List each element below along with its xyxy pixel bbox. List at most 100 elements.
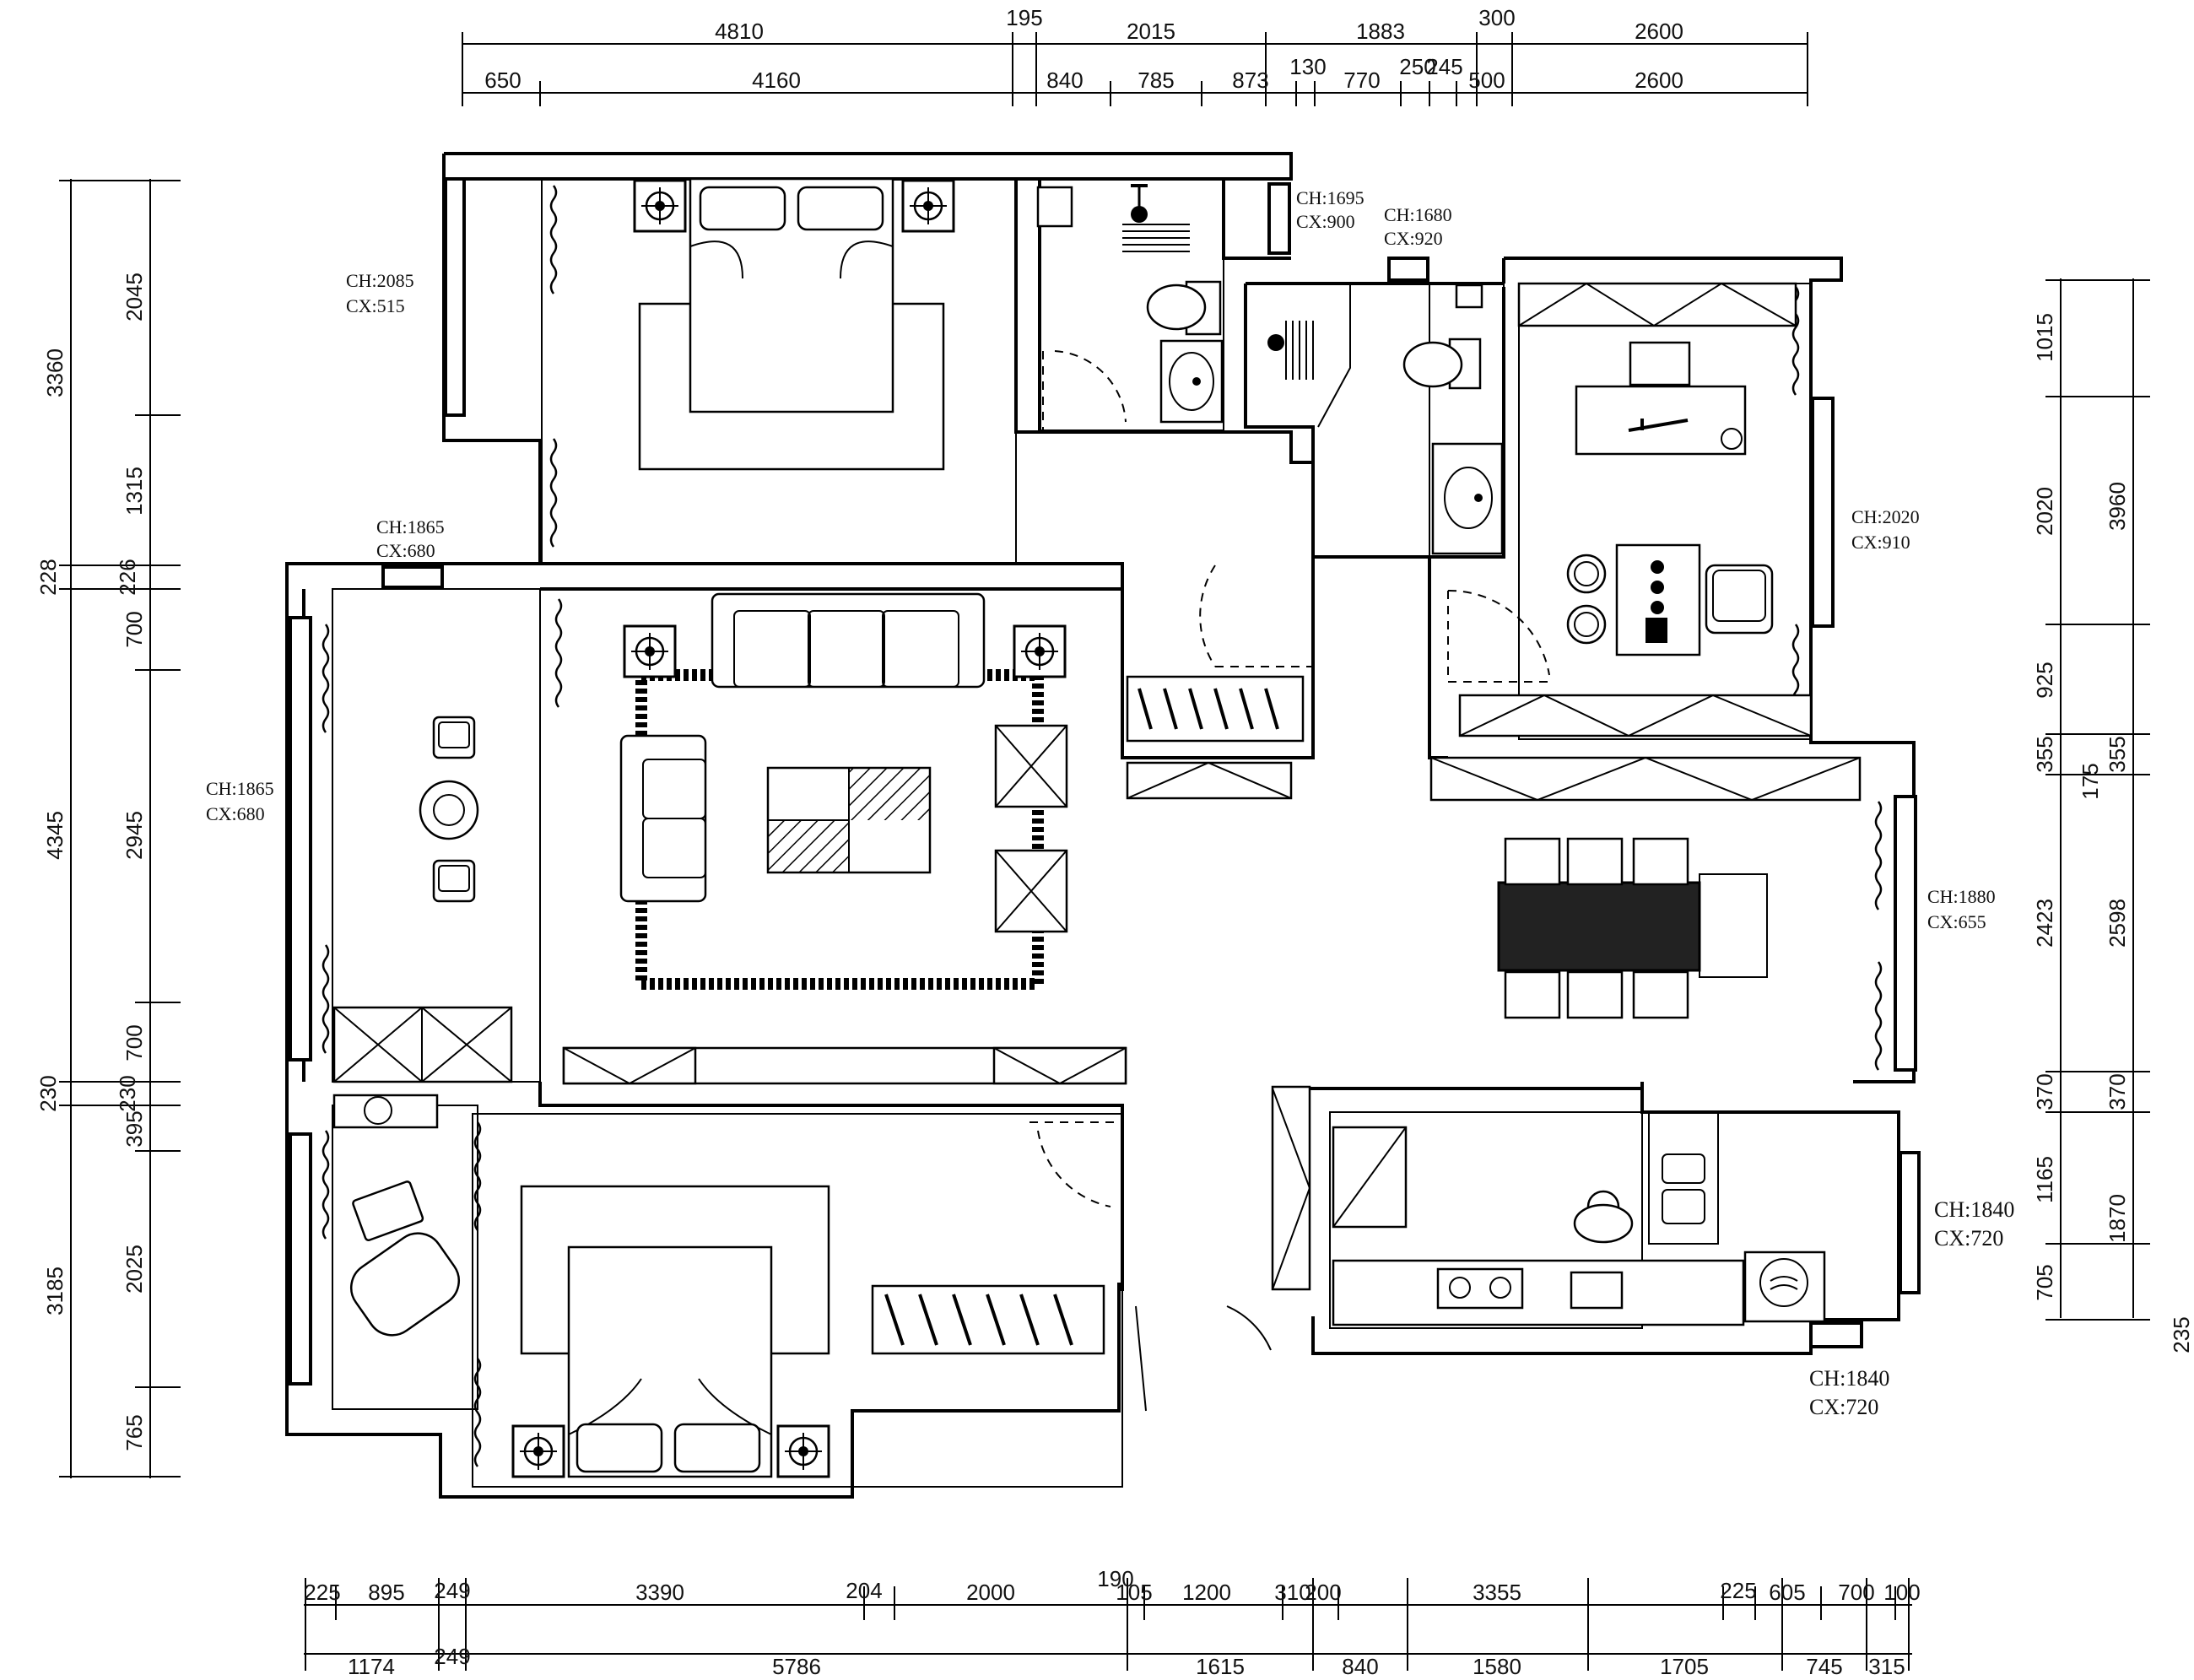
dim-bottom-upper-9: 310: [1274, 1580, 1310, 1605]
dim-bottom-lower-7: 745: [1806, 1654, 1842, 1679]
dim-top-inner-6: 770: [1343, 68, 1380, 93]
shower-icon: [1267, 321, 1314, 380]
master-bedroom: [633, 177, 955, 471]
sink-icon: [1159, 339, 1224, 424]
dim-bottom-upper-0: 225: [304, 1580, 340, 1605]
dim-bottom-upper-8: 1200: [1182, 1580, 1231, 1605]
dimension-right: [2045, 278, 2150, 1321]
bedroom-2: [511, 1121, 1272, 1478]
bathroom-1: [1036, 184, 1224, 432]
dim-bottom-lower-0: 1174: [348, 1654, 395, 1679]
dim-bottom-upper-2: 249: [434, 1578, 470, 1603]
balcony-left: [332, 716, 513, 1337]
window-note-4-ch: CH:1865: [376, 516, 445, 537]
window-note-7-cx: CX:720: [1934, 1226, 2003, 1251]
dim-right-inner-1: 2020: [2032, 487, 2057, 536]
dining: [1429, 756, 1862, 1019]
dim-bottom-lower-4: 840: [1342, 1654, 1378, 1679]
window-note-6-cx: CX:655: [1927, 911, 1986, 932]
lamp-icon: [776, 1424, 830, 1478]
tea-table: [1615, 543, 1701, 656]
wardrobe-corridor: [1126, 675, 1305, 800]
armchair-icon: [1705, 564, 1774, 635]
study: [1447, 282, 1813, 737]
dim-bottom-lower-3: 1615: [1196, 1654, 1245, 1679]
dim-left-inner-2: 226: [115, 559, 140, 595]
dimension-top-labels: 4810 195 2015 1883 300 2600 650 4160 840…: [484, 5, 1683, 93]
dim-left-inner-3: 700: [122, 611, 147, 647]
dimension-left: [59, 179, 181, 1478]
dim-bottom-upper-13: 605: [1769, 1580, 1805, 1605]
dim-right-outer-5: 235: [2169, 1316, 2194, 1353]
dim-top-inner-2: 840: [1046, 68, 1083, 93]
dim-bottom-upper-15: 100: [1883, 1580, 1920, 1605]
dim-top-inner-1: 4160: [752, 68, 801, 93]
window-note-5-cx: CX:680: [206, 803, 265, 824]
dim-left-inner-8: 2025: [122, 1245, 147, 1294]
dimension-right-labels: 1015 2020 925 355 175 2423 370 1165 705 …: [2032, 313, 2194, 1353]
window-note-8-cx: CX:720: [1809, 1395, 1878, 1419]
window-note-5-ch: CH:1865: [206, 778, 274, 799]
dim-top-outer-1: 195: [1006, 5, 1042, 30]
dim-right-outer-4: 1870: [2105, 1194, 2130, 1243]
dim-right-outer-1: 355: [2105, 736, 2130, 772]
dim-left-inner-7: 395: [122, 1110, 147, 1147]
window-note-2-ch: CH:1680: [1384, 204, 1452, 225]
window-note-0-ch: CH:2085: [346, 270, 414, 291]
bathroom-2: [1199, 283, 1504, 667]
lamp-icon: [633, 179, 687, 233]
dim-bottom-lower-1: 249: [434, 1644, 470, 1669]
kitchen: [1271, 1085, 1826, 1326]
dim-right-outer-3: 370: [2105, 1073, 2130, 1110]
lamp-icon: [623, 624, 677, 678]
dim-top-inner-9: 500: [1468, 68, 1505, 93]
window-notes: CH:2085 CX:515 CH:1695 CX:900 CH:1680 CX…: [206, 187, 2014, 1419]
dim-top-outer-5: 2600: [1635, 19, 1683, 44]
side-table: [994, 724, 1068, 933]
dim-left-inner-9: 765: [122, 1414, 147, 1450]
dimension-left-labels: 3360 228 4345 230 3185 2045 1315 226 700…: [35, 273, 147, 1451]
dim-right-inner-0: 1015: [2032, 313, 2057, 362]
dim-left-inner-6: 230: [115, 1075, 140, 1111]
dim-top-inner-3: 785: [1138, 68, 1174, 93]
window-note-1-ch: CH:1695: [1296, 187, 1364, 208]
dim-bottom-upper-1: 895: [368, 1580, 404, 1605]
window-note-2-cx: CX:920: [1384, 228, 1443, 249]
window-note-0-cx: CX:515: [346, 295, 405, 316]
windows: [289, 177, 1921, 1386]
dim-top-outer-4: 300: [1478, 5, 1515, 30]
dim-left-outer-0: 3360: [42, 348, 68, 397]
dim-bottom-upper-12: 225: [1720, 1578, 1756, 1603]
dim-left-inner-4: 2945: [122, 811, 147, 860]
person-icon: [1573, 1190, 1634, 1244]
window-note-7-ch: CH:1840: [1934, 1197, 2014, 1222]
dim-left-inner-0: 2045: [122, 273, 147, 321]
dim-bottom-upper-6: 190: [1097, 1566, 1133, 1591]
lamp-icon: [901, 179, 955, 233]
living-room: [562, 592, 1127, 1085]
dimension-bottom-labels: 225 895 249 3390 204 2000 190 105 1200 3…: [304, 1566, 1920, 1679]
dim-bottom-upper-3: 3390: [635, 1580, 684, 1605]
dim-right-outer-2: 2598: [2105, 899, 2130, 948]
dim-left-outer-4: 3185: [42, 1267, 68, 1315]
dim-right-inner-4: 175: [2078, 763, 2103, 799]
window-note-8-ch: CH:1840: [1809, 1366, 1889, 1391]
dim-left-inner-5: 700: [122, 1024, 147, 1061]
dim-left-inner-1: 1315: [122, 467, 147, 516]
window-note-4-cx: CX:680: [376, 540, 435, 561]
dimension-bottom: [304, 1578, 1912, 1671]
dim-right-outer-0: 3960: [2105, 482, 2130, 531]
dim-top-inner-0: 650: [484, 68, 521, 93]
lamp-icon: [1013, 624, 1067, 678]
dim-bottom-upper-14: 700: [1838, 1580, 1874, 1605]
dim-bottom-upper-7: 105: [1116, 1580, 1152, 1605]
dim-right-inner-5: 2423: [2032, 899, 2057, 948]
dimension-top: [462, 32, 1808, 106]
dim-top-outer-0: 4810: [715, 19, 764, 44]
dim-right-inner-3: 355: [2032, 736, 2057, 772]
window-note-3-ch: CH:2020: [1851, 506, 1920, 527]
dim-top-outer-3: 1883: [1356, 19, 1405, 44]
dim-top-inner-10: 2600: [1635, 68, 1683, 93]
dim-top-inner-8: 245: [1426, 54, 1462, 79]
